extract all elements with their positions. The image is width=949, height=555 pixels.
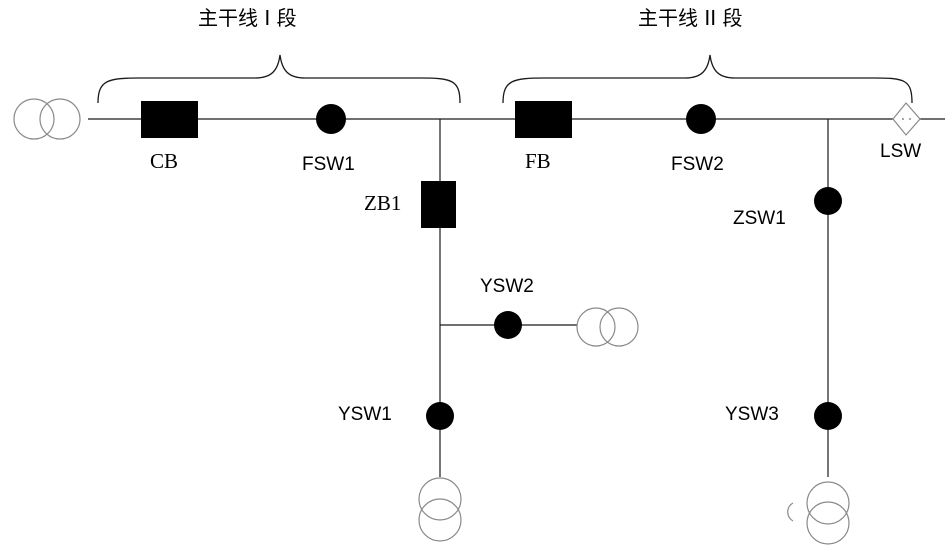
lsw-label: LSW: [880, 141, 921, 162]
ysw1-switch-icon[interactable]: [426, 402, 454, 430]
cb-breaker-icon[interactable]: [141, 101, 198, 138]
fsw2-label: FSW2: [671, 154, 724, 175]
section2-brace: [502, 54, 913, 104]
cb-label: CB: [150, 149, 178, 173]
zsw1-label: ZSW1: [733, 208, 786, 229]
ysw1-label: YSW1: [338, 404, 392, 425]
ysw1-load-transformer-icon: [418, 477, 462, 542]
ysw3-load-transformer-icon: [787, 481, 850, 545]
fsw2-switch-icon[interactable]: [686, 104, 716, 134]
ysw3-switch-icon[interactable]: [814, 402, 842, 430]
ysw2-switch-icon[interactable]: [494, 311, 522, 339]
fb-label: FB: [525, 149, 551, 173]
fsw1-switch-icon[interactable]: [316, 104, 346, 134]
section1-label: 主干线 I 段: [198, 6, 297, 30]
ysw3-label: YSW3: [725, 404, 779, 425]
fb-breaker-icon[interactable]: [515, 101, 572, 138]
zsw1-switch-icon[interactable]: [814, 187, 842, 215]
section2-label: 主干线 II 段: [638, 6, 743, 30]
ysw2-label: YSW2: [480, 276, 534, 297]
zb1-label: ZB1: [364, 191, 401, 215]
zb1-breaker-icon[interactable]: [421, 181, 456, 228]
source-transformer-icon: [13, 98, 81, 140]
ysw2-load-transformer-icon: [576, 307, 639, 347]
fsw1-label: FSW1: [302, 154, 355, 175]
lsw-tie-switch-icon[interactable]: [892, 102, 921, 136]
section1-brace: [97, 54, 461, 104]
